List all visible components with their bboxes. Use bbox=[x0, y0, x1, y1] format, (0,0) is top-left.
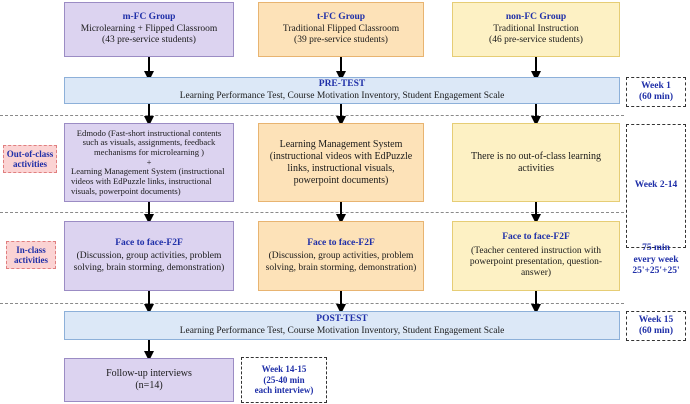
in-class-minutes: 75 min bbox=[642, 243, 670, 254]
pretest-instruments: Learning Performance Test, Course Motiva… bbox=[179, 90, 505, 101]
nonfc-f2f-title: Face to face-F2F bbox=[502, 232, 570, 243]
mfc-plus: + bbox=[146, 156, 152, 167]
pretest-box: PRE-TEST Learning Performance Test, Cour… bbox=[64, 77, 620, 104]
pretest-title: PRE-TEST bbox=[318, 79, 366, 90]
nonfc-out-of-class-box: There is no out-of-class learning activi… bbox=[452, 123, 620, 202]
in-class-duration-label: 75 min every week 25'+25'+25' bbox=[626, 221, 686, 300]
tfc-out-of-class-box: Learning Management System (instructiona… bbox=[258, 123, 424, 202]
followup-title: Follow-up interviews bbox=[106, 368, 192, 379]
interview-duration: (25-40 min bbox=[263, 374, 305, 385]
group-nonfc-subtitle: Traditional Instruction bbox=[493, 23, 579, 34]
separator-line bbox=[0, 115, 624, 116]
separator-line bbox=[0, 303, 624, 304]
mfc-out-of-class-box: Edmodo (Fast-short instructional content… bbox=[64, 123, 234, 202]
posttest-title: POST-TEST bbox=[316, 314, 368, 325]
group-tfc-title: t-FC Group bbox=[316, 12, 366, 23]
interview-per: each interview) bbox=[254, 385, 314, 396]
out-of-class-label-text: Out-of-class activities bbox=[6, 148, 54, 169]
week-1-label: Week 1 (60 min) bbox=[626, 77, 686, 107]
tfc-f2f-text: (Discussion, group activities, problem s… bbox=[265, 251, 417, 273]
group-mfc-subtitle: Microlearning + Flipped Classroom bbox=[80, 23, 218, 34]
followup-interviews-box: Follow-up interviews (n=14) bbox=[64, 358, 234, 402]
posttest-box: POST-TEST Learning Performance Test, Cou… bbox=[64, 311, 620, 340]
in-class-label-text: In-class activities bbox=[14, 244, 48, 265]
mfc-f2f-title: Face to face-F2F bbox=[115, 237, 183, 248]
week-14-15-label: Week 14-15 (25-40 min each interview) bbox=[241, 357, 327, 403]
week-15-label: Week 15 (60 min) bbox=[626, 311, 686, 341]
week-15-duration: (60 min) bbox=[638, 326, 674, 336]
mfc-in-class-box: Face to face-F2F (Discussion, group acti… bbox=[64, 221, 234, 291]
group-tfc-subtitle: Traditional Flipped Classroom bbox=[282, 23, 400, 34]
group-nonfc-box: non-FC Group Traditional Instruction (46… bbox=[452, 2, 620, 57]
week-1-duration: (60 min) bbox=[638, 92, 674, 102]
week-2-14-label: Week 2-14 bbox=[626, 124, 686, 248]
group-mfc-box: m-FC Group Microlearning + Flipped Class… bbox=[64, 2, 234, 57]
out-of-class-label: Out-of-class activities bbox=[3, 145, 57, 173]
followup-count: (n=14) bbox=[135, 380, 163, 391]
in-class-split: 25'+25'+25' bbox=[632, 266, 680, 277]
group-nonfc-count: (46 pre-service students) bbox=[489, 35, 583, 46]
nonfc-none-text: There is no out-of-class learning activi… bbox=[471, 150, 601, 174]
nonfc-f2f-text: (Teacher centered instruction with power… bbox=[469, 245, 603, 279]
interview-weeks: Week 14-15 bbox=[261, 363, 307, 374]
mfc-f2f-text: (Discussion, group activities, problem s… bbox=[73, 251, 225, 273]
group-mfc-count: (43 pre-service students) bbox=[102, 35, 196, 46]
group-mfc-title: m-FC Group bbox=[122, 12, 176, 23]
tfc-in-class-box: Face to face-F2F (Discussion, group acti… bbox=[258, 221, 424, 291]
tfc-lms-text: Learning Management System (instructiona… bbox=[269, 138, 413, 186]
posttest-instruments: Learning Performance Test, Course Motiva… bbox=[179, 325, 505, 336]
separator-line bbox=[0, 212, 624, 213]
nonfc-in-class-box: Face to face-F2F (Teacher centered instr… bbox=[452, 221, 620, 291]
group-nonfc-title: non-FC Group bbox=[505, 12, 567, 23]
week-1-text: Week 1 bbox=[641, 80, 671, 91]
in-class-label: In-class activities bbox=[6, 241, 56, 269]
week-15-text: Week 15 bbox=[638, 314, 674, 325]
tfc-f2f-title: Face to face-F2F bbox=[307, 237, 375, 248]
mfc-edmodo-text: Edmodo (Fast-short instructional content… bbox=[76, 127, 222, 158]
group-tfc-count: (39 pre-service students) bbox=[294, 35, 388, 46]
mfc-lms-text: Learning Management System (instructiona… bbox=[71, 166, 225, 196]
in-class-frequency: every week bbox=[633, 254, 679, 265]
group-tfc-box: t-FC Group Traditional Flipped Classroom… bbox=[258, 2, 424, 57]
week-2-14-text: Week 2-14 bbox=[634, 180, 678, 191]
